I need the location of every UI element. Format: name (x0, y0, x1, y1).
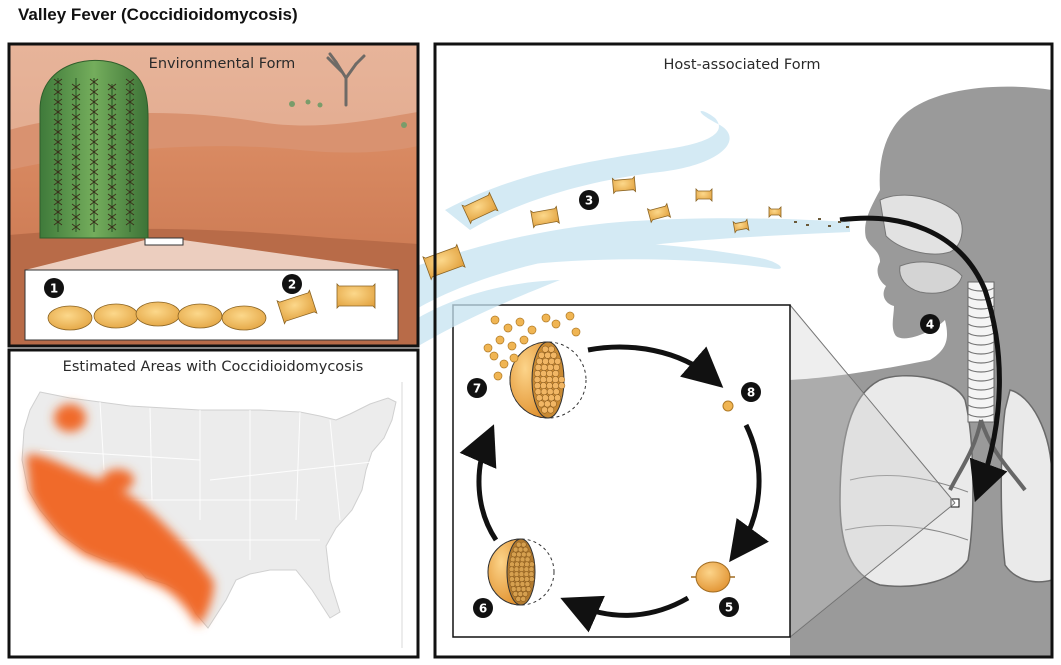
svg-text:1: 1 (50, 282, 58, 296)
step-7-badge: 7 (467, 378, 487, 398)
step-8-badge: 8 (741, 382, 761, 402)
step-4-badge: 4 (920, 314, 940, 334)
mature-spherule (487, 538, 555, 606)
map-label: Estimated Areas with Coccidioidomycosis (63, 359, 364, 375)
arthroconidium (422, 243, 466, 281)
young-spherule (691, 561, 735, 593)
cycle-arrow-6-to-7 (459, 424, 499, 542)
cycle-arrow-5-to-6 (560, 595, 690, 633)
step-3-badge: 3 (579, 190, 599, 210)
rupturing-spherule (483, 311, 587, 419)
environmental-panel-border (7, 42, 420, 348)
step-6-badge: 6 (473, 598, 493, 618)
svg-text:8: 8 (747, 386, 755, 400)
soil-sample-marker (144, 237, 184, 246)
cycle-arrow-7-to-8 (587, 344, 724, 388)
inhalation-path-arrow (839, 215, 1008, 503)
lung-left (839, 375, 974, 588)
arthroconidium (646, 202, 672, 224)
cycle-arrow-8-to-5 (729, 423, 769, 563)
arthroconidium (461, 191, 499, 225)
mouth-cavity (899, 261, 963, 294)
mycelium-inset (24, 269, 399, 341)
svg-text:2: 2 (288, 278, 296, 292)
step-2-badge: 2 (282, 274, 302, 294)
environmental-panel (9, 44, 418, 346)
arthroconidium (530, 205, 560, 229)
map-panel-border (7, 348, 420, 659)
arthroconidium (695, 188, 713, 202)
joshua-tree (326, 52, 366, 107)
svg-text:4: 4 (926, 318, 934, 332)
endemic-region (26, 404, 214, 626)
map-panel (9, 352, 418, 657)
desert-shrubs (289, 99, 407, 128)
arthroconidia-pair (276, 283, 376, 325)
step-5-badge: 5 (719, 597, 739, 617)
life-cycle (459, 311, 769, 633)
step-1-badge: 1 (44, 278, 64, 298)
environmental-form-label: Environmental Form (149, 56, 296, 72)
svg-text:3: 3 (585, 194, 593, 208)
svg-text:6: 6 (479, 602, 487, 616)
airborne-spores (422, 175, 849, 281)
svg-text:5: 5 (725, 601, 733, 615)
host-form-label: Host-associated Form (664, 57, 821, 73)
arthroconidium (336, 283, 376, 309)
trachea (948, 281, 1027, 492)
arthroconidium (276, 289, 318, 325)
diagram-title: Valley Fever (Coccidioidomycosis) (18, 5, 298, 24)
endospore (722, 400, 734, 412)
svg-text:7: 7 (473, 382, 481, 396)
step-badges: 1 2 3 4 5 6 7 8 (44, 190, 940, 618)
host-panel-border (433, 42, 1054, 659)
arthroconidium (611, 175, 637, 195)
cactus (39, 59, 149, 239)
mycelium-chain (47, 301, 267, 331)
arthroconidium (768, 206, 782, 218)
arthroconidium (732, 218, 750, 234)
